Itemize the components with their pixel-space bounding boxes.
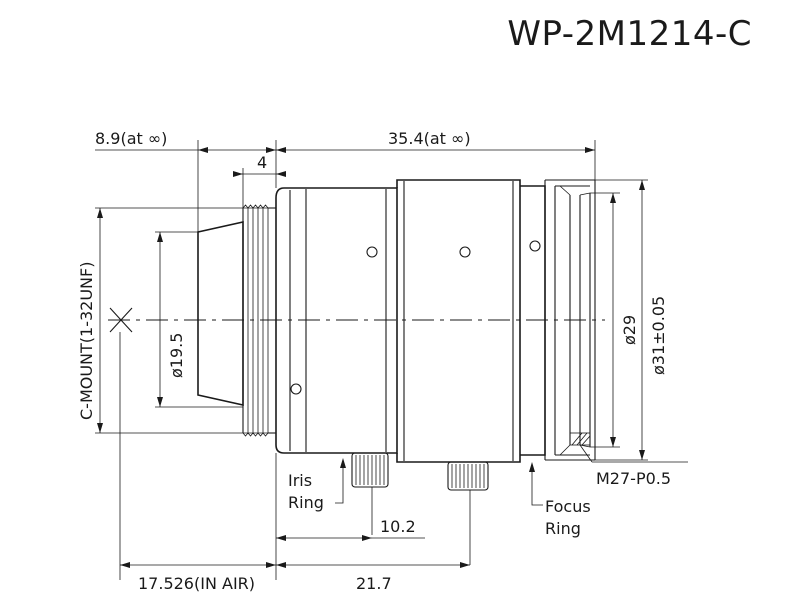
dim-flange-back: 8.9(at ∞) <box>95 129 276 153</box>
extension-lines <box>95 140 648 580</box>
iris-ring-label-line2: Ring <box>288 493 324 512</box>
mount-thread-label: C-MOUNT(1-32UNF) <box>77 262 96 420</box>
model-title: WP-2M1214-C <box>507 14 752 54</box>
thread-depth-label: 4 <box>257 153 267 172</box>
iris-ring-callout: Iris Ring <box>288 458 346 512</box>
dim-ring-spacing: 10.2 <box>276 517 425 541</box>
dim-mount-thread: C-MOUNT(1-32UNF) <box>77 208 103 433</box>
focus-ring-label-line1: Focus <box>545 497 591 516</box>
inner-diameter-label: ø29 <box>620 315 639 345</box>
dim-rear-diameter: ø19.5 <box>157 232 186 407</box>
dim-body-length: 35.4(at ∞) <box>276 129 595 153</box>
filter-thread-label: M27-P0.5 <box>596 469 671 488</box>
dim-thread-depth: 4 <box>233 153 286 177</box>
dim-inner-diameter: ø29 <box>610 193 639 447</box>
flange-back-label: 8.9(at ∞) <box>95 129 167 148</box>
body-length-label: 35.4(at ∞) <box>388 129 471 148</box>
iris-ring-label-line1: Iris <box>288 471 312 490</box>
lens-body <box>197 179 596 463</box>
dim-screw-position: 21.7 <box>276 562 470 593</box>
focus-ring-callout: Focus Ring <box>529 462 591 538</box>
rear-diameter-label: ø19.5 <box>167 333 186 378</box>
iris-ring-screw <box>351 452 389 488</box>
dim-flange-focal: 17.526(IN AIR) <box>120 562 276 593</box>
outer-diameter-label: ø31±0.05 <box>649 296 668 375</box>
focus-ring-screw <box>447 461 489 491</box>
flange-focal-label: 17.526(IN AIR) <box>138 574 255 593</box>
ring-spacing-label: 10.2 <box>380 517 416 536</box>
focus-ring-label-line2: Ring <box>545 519 581 538</box>
filter-thread-callout: M27-P0.5 <box>579 444 688 488</box>
focal-plane-mark <box>109 307 133 333</box>
dim-outer-diameter: ø31±0.05 <box>639 180 668 460</box>
screw-position-label: 21.7 <box>356 574 392 593</box>
